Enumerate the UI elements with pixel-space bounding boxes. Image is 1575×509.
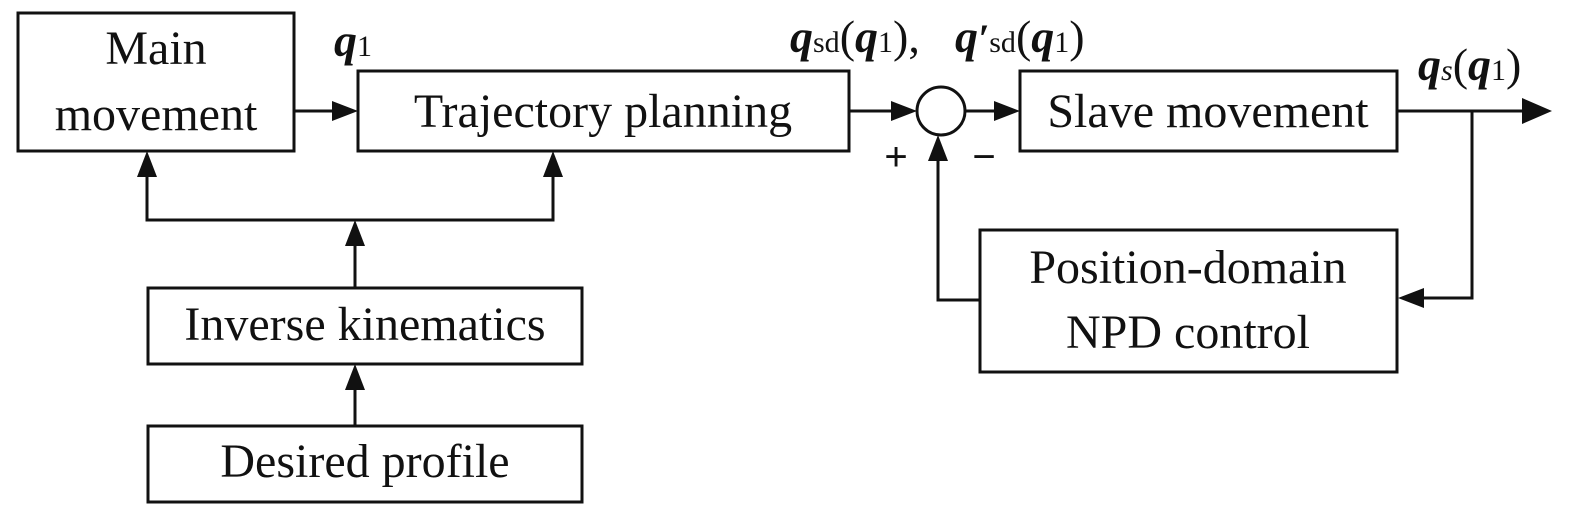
arrowhead-up-icon <box>543 151 563 177</box>
signal-label-q1: q1 <box>334 15 372 66</box>
npd-control-block: Position-domain NPD control <box>978 228 1399 374</box>
arrowhead-right-icon <box>891 101 917 121</box>
slave-movement-block: Slave movement <box>1018 69 1399 153</box>
minus-sign: − <box>972 135 995 179</box>
trajectory-planning-label: Trajectory planning <box>414 85 792 138</box>
desired-profile-label: Desired profile <box>220 435 509 488</box>
npd-control-label-line2: NPD control <box>1066 306 1310 359</box>
arrowhead-up-icon <box>928 135 948 161</box>
inverse-kinematics-block: Inverse kinematics <box>146 286 584 366</box>
plus-sign: + <box>884 135 907 179</box>
npd-control-label-line1: Position-domain <box>1029 241 1346 294</box>
trajectory-planning-block: Trajectory planning <box>356 69 851 153</box>
arrowhead-right-icon <box>332 101 358 121</box>
main-movement-label-line1: Main <box>105 22 206 75</box>
feedback-wire-to-npd <box>1420 111 1474 300</box>
split-bus <box>145 173 555 222</box>
desired-profile-block: Desired profile <box>146 424 584 504</box>
arrowhead-right-icon <box>1522 98 1552 124</box>
arrowhead-left-icon <box>1398 288 1424 308</box>
arrowhead-up-icon <box>345 364 365 390</box>
slave-movement-label: Slave movement <box>1047 85 1369 138</box>
arrowhead-up-icon <box>137 151 157 177</box>
main-movement-label-line2: movement <box>55 88 258 141</box>
feedback-wire-to-junction <box>936 157 980 302</box>
arrowhead-right-icon <box>994 101 1020 121</box>
arrowhead-up-icon <box>345 220 365 246</box>
signal-label-qsd-prime: q′sd(q1) <box>955 11 1085 62</box>
signal-label-qs: qs(q1) <box>1418 39 1521 90</box>
summing-junction <box>915 85 967 137</box>
inverse-kinematics-label: Inverse kinematics <box>184 298 545 351</box>
signal-label-qsd: qsd(q1), <box>790 11 920 62</box>
main-movement-block: Main movement <box>16 11 296 153</box>
